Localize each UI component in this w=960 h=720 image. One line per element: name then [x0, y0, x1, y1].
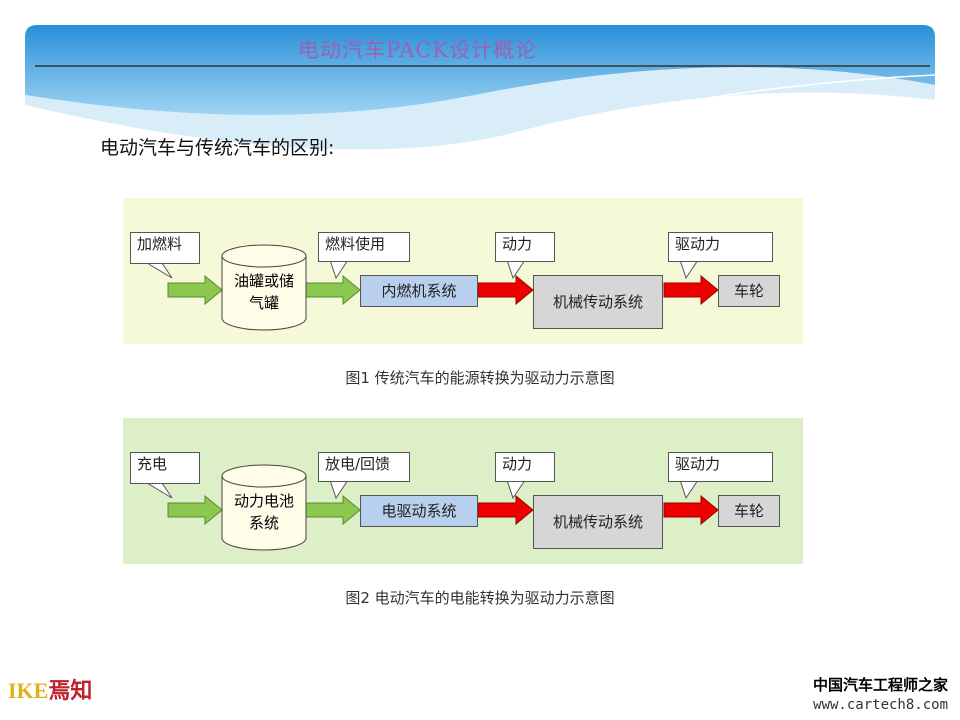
site-url: www.cartech8.com: [813, 697, 948, 713]
flow-arrow: [663, 275, 719, 305]
callout-label: 充电: [130, 452, 200, 484]
flow-arrow: [477, 275, 534, 305]
flow-arrow: [167, 495, 223, 525]
callout-label: 加燃料: [130, 232, 200, 264]
callout-tail: [679, 260, 699, 280]
header-banner: [25, 25, 935, 150]
power-system-box: 电驱动系统: [360, 495, 478, 527]
flow-arrow: [663, 495, 719, 525]
callout-label: 动力: [495, 232, 555, 262]
flow-arrow: [305, 275, 361, 305]
callout-tail: [141, 260, 173, 279]
storage-cylinder: [221, 244, 307, 331]
callout-tail: [506, 260, 526, 280]
flow-arrow: [167, 275, 223, 305]
wheel-box: 车轮: [718, 275, 780, 307]
slide-subtitle: 电动汽车与传统汽车的区别:: [100, 137, 335, 159]
figure-caption: 图1 传统汽车的能源转换为驱动力示意图: [345, 369, 615, 387]
figure-caption: 图2 电动汽车的电能转换为驱动力示意图: [345, 589, 615, 607]
storage-cylinder: [221, 464, 307, 551]
transmission-box: 机械传动系统: [533, 275, 663, 329]
callout-label: 驱动力: [668, 232, 773, 262]
callout-label: 放电/回馈: [318, 452, 410, 482]
ike-logo: IKE焉知: [8, 678, 93, 703]
wheel-box: 车轮: [718, 495, 780, 527]
callout-tail: [141, 480, 173, 499]
callout-tail: [329, 260, 349, 280]
power-system-box: 内燃机系统: [360, 275, 478, 307]
storage-label: 油罐或储气罐: [233, 272, 294, 312]
transmission-box: 机械传动系统: [533, 495, 663, 549]
callout-tail: [329, 480, 349, 500]
flow-arrow: [477, 495, 534, 525]
flow-arrow: [305, 495, 361, 525]
callout-label: 驱动力: [668, 452, 773, 482]
callout-label: 燃料使用: [318, 232, 410, 262]
callout-tail: [506, 480, 526, 500]
storage-label: 动力电池系统: [233, 492, 294, 532]
callout-tail: [679, 480, 699, 500]
site-name: 中国汽车工程师之家: [812, 676, 948, 694]
slide-title: 电动汽车PACK设计概论: [298, 38, 538, 62]
callout-label: 动力: [495, 452, 555, 482]
